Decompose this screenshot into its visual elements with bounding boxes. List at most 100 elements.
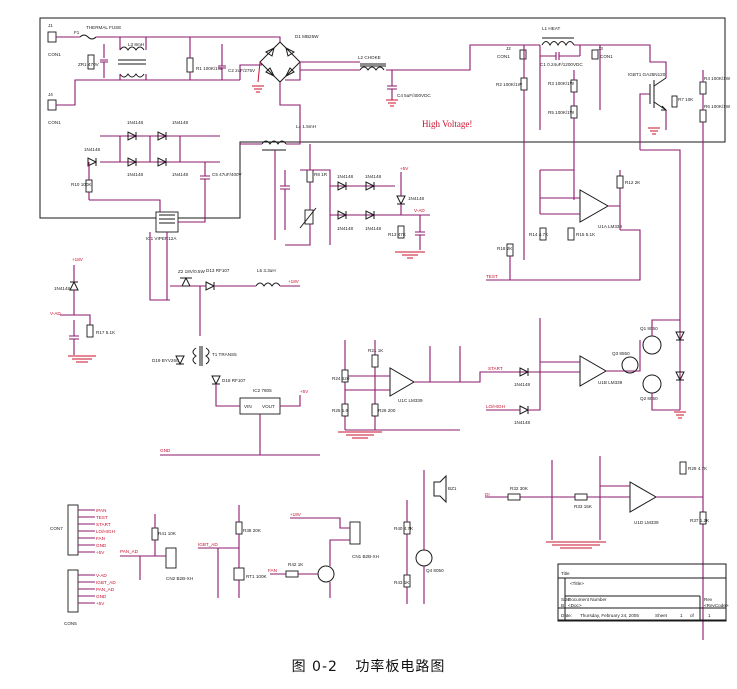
u1c-comparator xyxy=(389,367,415,397)
r17-label: R17 5.1K xyxy=(96,330,116,335)
d10-label: 1N4148 xyxy=(337,226,354,231)
j2-ref: J2 xyxy=(506,46,511,51)
con5-pin-vad: V-AD xyxy=(96,573,107,578)
r5-label: R5 100K/1W xyxy=(548,110,575,115)
aux-diodes xyxy=(87,131,168,167)
d3-label: 1N4148 xyxy=(172,120,189,125)
con7-pin-start: START xyxy=(96,522,111,527)
j1-connector xyxy=(47,31,57,43)
d17-diode xyxy=(519,405,530,415)
power-board-schematic: J1 CON1 J4 CON1 F1 THERMAL FUSE ZR1 470V… xyxy=(39,17,731,640)
r4-resistor xyxy=(699,81,707,95)
igbt1-wires xyxy=(600,44,667,150)
u1a-comparator xyxy=(579,189,610,223)
gnd-net: GND xyxy=(160,448,171,453)
ic1-label: IC1 VIPER12A xyxy=(146,236,177,241)
fuse-symbol xyxy=(79,34,97,40)
u1d-label: U1D LM339 xyxy=(634,520,659,525)
d12-diode xyxy=(69,280,79,291)
con7-pin-fan: FAN xyxy=(96,536,105,541)
test-wires xyxy=(486,229,641,281)
buzzer-wires xyxy=(406,470,425,604)
heat-wires xyxy=(539,44,601,130)
r1-wires xyxy=(160,37,262,81)
r26-label: R26 200 xyxy=(378,408,396,413)
j3-ref: J3 xyxy=(598,46,603,51)
r24-label: R24 620 xyxy=(332,376,350,381)
of-label: of xyxy=(690,613,695,618)
d7-label: 1N4148 xyxy=(337,174,354,179)
u1b-comparator xyxy=(579,355,608,387)
r21-label: R21 1K xyxy=(368,348,384,353)
d1-wires xyxy=(259,36,360,92)
thermal-fuse-label: THERMAL FUSE xyxy=(86,25,121,30)
u1d-comparator xyxy=(629,481,658,513)
c2-cap xyxy=(218,44,226,80)
r1-resistor xyxy=(186,57,194,73)
l2-choke xyxy=(359,66,385,71)
zr1-label: ZR1 470V xyxy=(78,62,100,67)
r8-label: R8 1R xyxy=(314,172,328,177)
q3-label: Q3 8550 xyxy=(612,351,630,356)
hv-zone-outline xyxy=(39,17,726,219)
u1c-wires xyxy=(344,340,488,431)
r12-label: R12 2K xyxy=(625,180,641,185)
d19-label: D19 BYV26C xyxy=(152,358,180,363)
r13-resistor xyxy=(397,225,405,239)
r15-label: R15 5.1K xyxy=(576,232,596,237)
lohigh-net: LO/HIGH xyxy=(486,404,505,409)
con5-pin-5v: +5V xyxy=(96,601,105,606)
l3-wires xyxy=(119,37,147,80)
igbt1-symbol xyxy=(649,77,668,111)
test-net: TEST xyxy=(486,274,498,279)
d1-bridge-diodes xyxy=(265,47,295,78)
rev-value: <RevCode> xyxy=(704,603,729,608)
con7-header xyxy=(67,504,79,556)
lohigh-wires xyxy=(486,400,541,411)
d6-label: 1N4148 xyxy=(172,172,189,177)
d12-label: 1N4148 xyxy=(54,286,71,291)
d20-diode xyxy=(675,371,685,382)
vad-net: V-AD xyxy=(414,208,425,213)
r26-resistor xyxy=(371,403,379,417)
c5-cap xyxy=(200,162,210,200)
start-net: START xyxy=(488,366,503,371)
j2-type: CON1 xyxy=(497,54,510,59)
figure-caption: 图 0-2 功率板电路图 xyxy=(0,656,737,676)
igbt1-label: IGBT1 GA25N120 xyxy=(628,72,666,77)
r42-label: R42 1K xyxy=(288,562,304,567)
bz1-buzzer xyxy=(433,474,447,504)
l2-wires xyxy=(300,44,540,71)
ic1-pins xyxy=(159,214,175,224)
left-ground xyxy=(68,355,96,363)
z2-label: Z2 18V/0.5W xyxy=(178,269,205,274)
r25-resistor xyxy=(341,403,349,417)
d19-diode xyxy=(175,355,185,366)
r6-resistor xyxy=(699,109,707,123)
vad-ground xyxy=(395,251,425,259)
vad-left-net: V-AD xyxy=(50,311,61,316)
j4-type: CON1 xyxy=(48,120,61,125)
c4-cap xyxy=(387,70,397,100)
c7-cap xyxy=(280,170,290,230)
r14-resistor xyxy=(539,227,547,241)
r2-label: R2 100K/1W xyxy=(496,82,523,87)
j3-connector xyxy=(591,49,599,60)
u1a-wires xyxy=(539,169,621,230)
r24-resistor xyxy=(341,369,349,383)
left-vad-wires xyxy=(60,265,91,325)
r18-label: R18 2K xyxy=(497,246,513,251)
r40-label: R40 4.7K xyxy=(394,526,414,531)
size-value: B xyxy=(561,603,564,608)
u1d-wires xyxy=(485,456,703,540)
u1b-label: U1B LM339 xyxy=(598,380,623,385)
r6-label: R6 100K/1W xyxy=(704,104,731,109)
r28-label: R28 4.7K xyxy=(688,466,708,471)
cn1-label: CN1 B2B-XH xyxy=(352,554,379,559)
r25-label: R25 1.6 xyxy=(332,408,349,413)
header-pin-wires xyxy=(78,509,95,604)
con7-pin-5v: +5V xyxy=(96,550,105,555)
fan-18v: +18V xyxy=(290,512,302,517)
r7-resistor xyxy=(671,95,678,108)
sheet-label: Sheet xyxy=(655,613,668,618)
